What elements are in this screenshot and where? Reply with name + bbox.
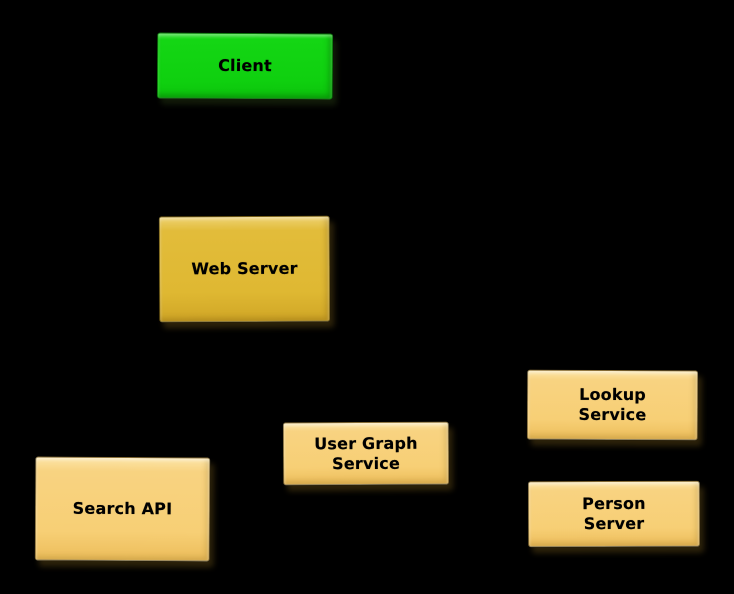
node-search-api-label: Search API [72, 498, 173, 519]
node-client: Client [156, 32, 334, 100]
node-client-label: Client [218, 55, 272, 76]
node-lookup-service: Lookup Service [526, 369, 699, 441]
node-user-graph-service-label: User Graph Service [314, 433, 418, 473]
node-person-server-label: Person Server [582, 493, 646, 534]
node-person-server: Person Server [527, 480, 701, 548]
node-search-api: Search API [34, 456, 211, 562]
node-user-graph-service: User Graph Service [282, 421, 450, 486]
node-web-server: Web Server [158, 215, 331, 323]
node-lookup-service-label: Lookup Service [578, 384, 647, 425]
node-web-server-label: Web Server [191, 258, 298, 279]
